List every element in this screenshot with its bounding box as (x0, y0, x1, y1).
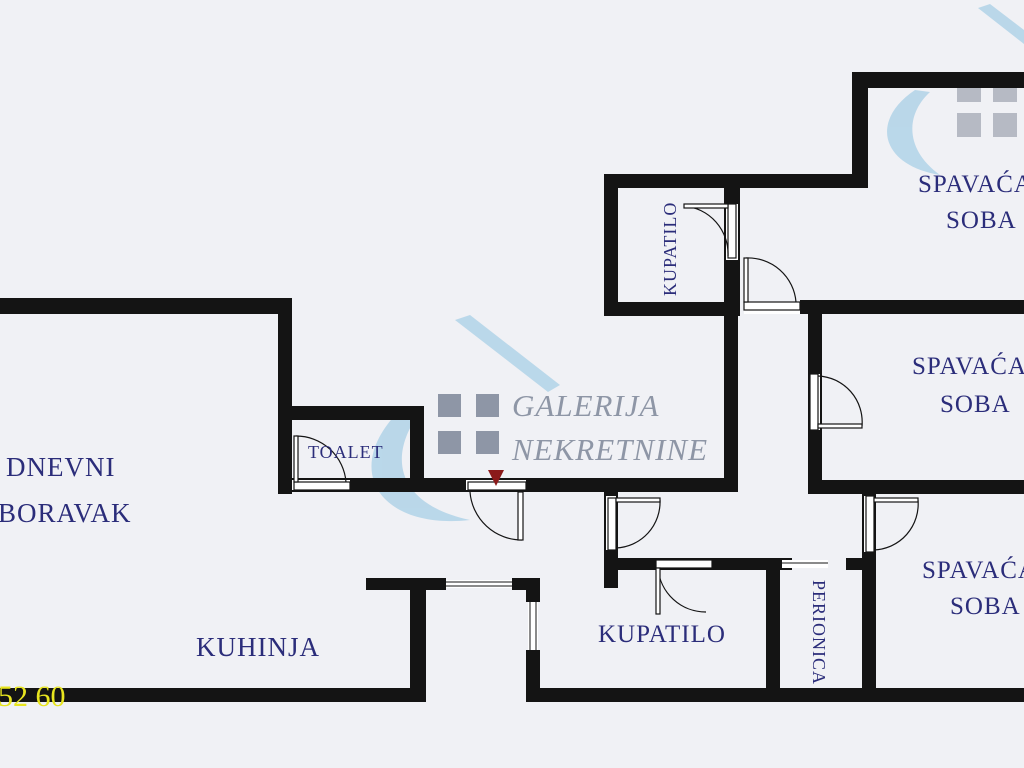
watermark-line1: GALERIJA (512, 388, 660, 423)
doors (292, 203, 919, 615)
label-laundry: PERIONICA (809, 580, 829, 685)
label-bedroom3-line1: SPAVAĆA (922, 556, 1024, 584)
door-bedroom-top (743, 257, 801, 314)
entrance-marker-icon (488, 470, 504, 486)
price-fragment: 52 60 (0, 680, 66, 713)
door-lower-bath (655, 559, 713, 615)
door-toilet (292, 435, 351, 491)
walls (0, 72, 1024, 702)
watermark-logo-icon (438, 394, 499, 454)
label-bedroom2-line1: SPAVAĆA (912, 352, 1024, 380)
label-bath-lower: KUPATILO (598, 621, 726, 648)
door-upper-bath (683, 203, 738, 260)
label-kitchen: KUHINJA (196, 632, 320, 662)
watermark-swoosh-center (371, 315, 560, 522)
label-bedroom1-line2: SOBA (946, 207, 1017, 234)
watermark-line2: NEKRETNINE (511, 432, 708, 467)
label-bath-upper: KUPATILO (660, 202, 680, 296)
label-bedroom3-line2: SOBA (950, 593, 1021, 620)
label-living-line1: DNEVNI (6, 452, 115, 482)
door-bedroom-lower (864, 495, 919, 553)
watermark-swoosh-top (887, 4, 1024, 175)
label-living-line2: BORAVAK (0, 498, 132, 528)
label-bedroom2-line2: SOBA (940, 391, 1011, 418)
door-bedroom-middle (809, 373, 863, 431)
label-toilet: TOALET (308, 442, 384, 462)
door-entrance (466, 480, 527, 541)
windows (446, 560, 828, 650)
door-corridor-left (606, 496, 661, 551)
label-bedroom1-line1: SPAVAĆA (918, 170, 1024, 198)
